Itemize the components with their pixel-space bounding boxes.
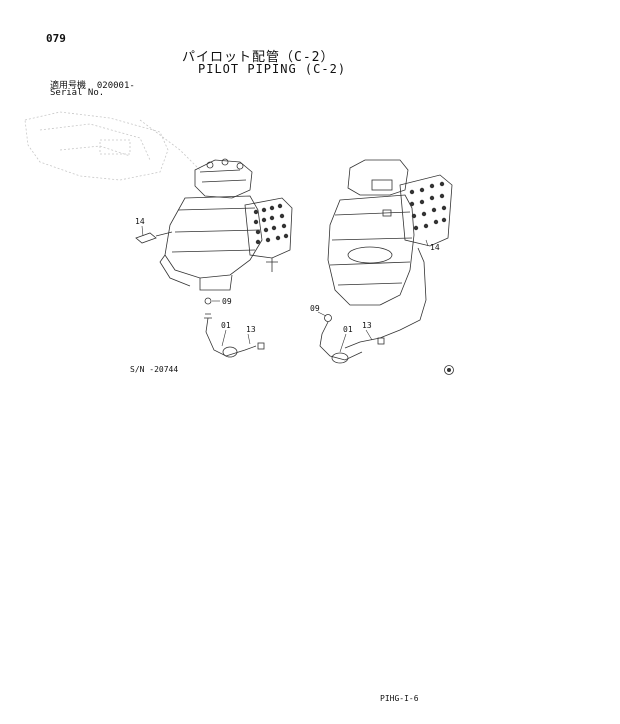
ghost-machine-outline bbox=[24, 111, 201, 181]
page-title-english: PILOT PIPING (C-2) bbox=[198, 62, 347, 76]
page-number: 079 bbox=[46, 32, 66, 45]
part-label-14-right: 14 bbox=[430, 243, 440, 252]
part-label-09-left: 09 bbox=[222, 297, 232, 306]
serial-applicability: 適用号機 020001- bbox=[50, 78, 135, 91]
left-assembly bbox=[135, 158, 293, 358]
page-title-japanese: パイロット配管（C-2） bbox=[182, 50, 335, 65]
part-label-13-right: 13 bbox=[362, 321, 372, 330]
part-label-13-left: 13 bbox=[246, 325, 256, 334]
footer-code: PIHG-I-6 bbox=[380, 694, 419, 703]
part-label-01-left: 01 bbox=[221, 321, 231, 330]
part-label-14-left: 14 bbox=[135, 217, 145, 226]
part-label-01-right: 01 bbox=[343, 325, 353, 334]
serial-number-note: S/N -20744 bbox=[130, 365, 179, 374]
serial-label-english: Serial No. bbox=[50, 88, 105, 98]
serial-label-japanese: 適用号機 bbox=[50, 81, 87, 91]
callout-lines bbox=[141, 225, 429, 353]
serial-range: 020001- bbox=[96, 81, 135, 91]
right-assembly bbox=[319, 159, 453, 364]
version-mark-icon bbox=[444, 365, 454, 375]
part-label-09-right: 09 bbox=[310, 304, 320, 313]
